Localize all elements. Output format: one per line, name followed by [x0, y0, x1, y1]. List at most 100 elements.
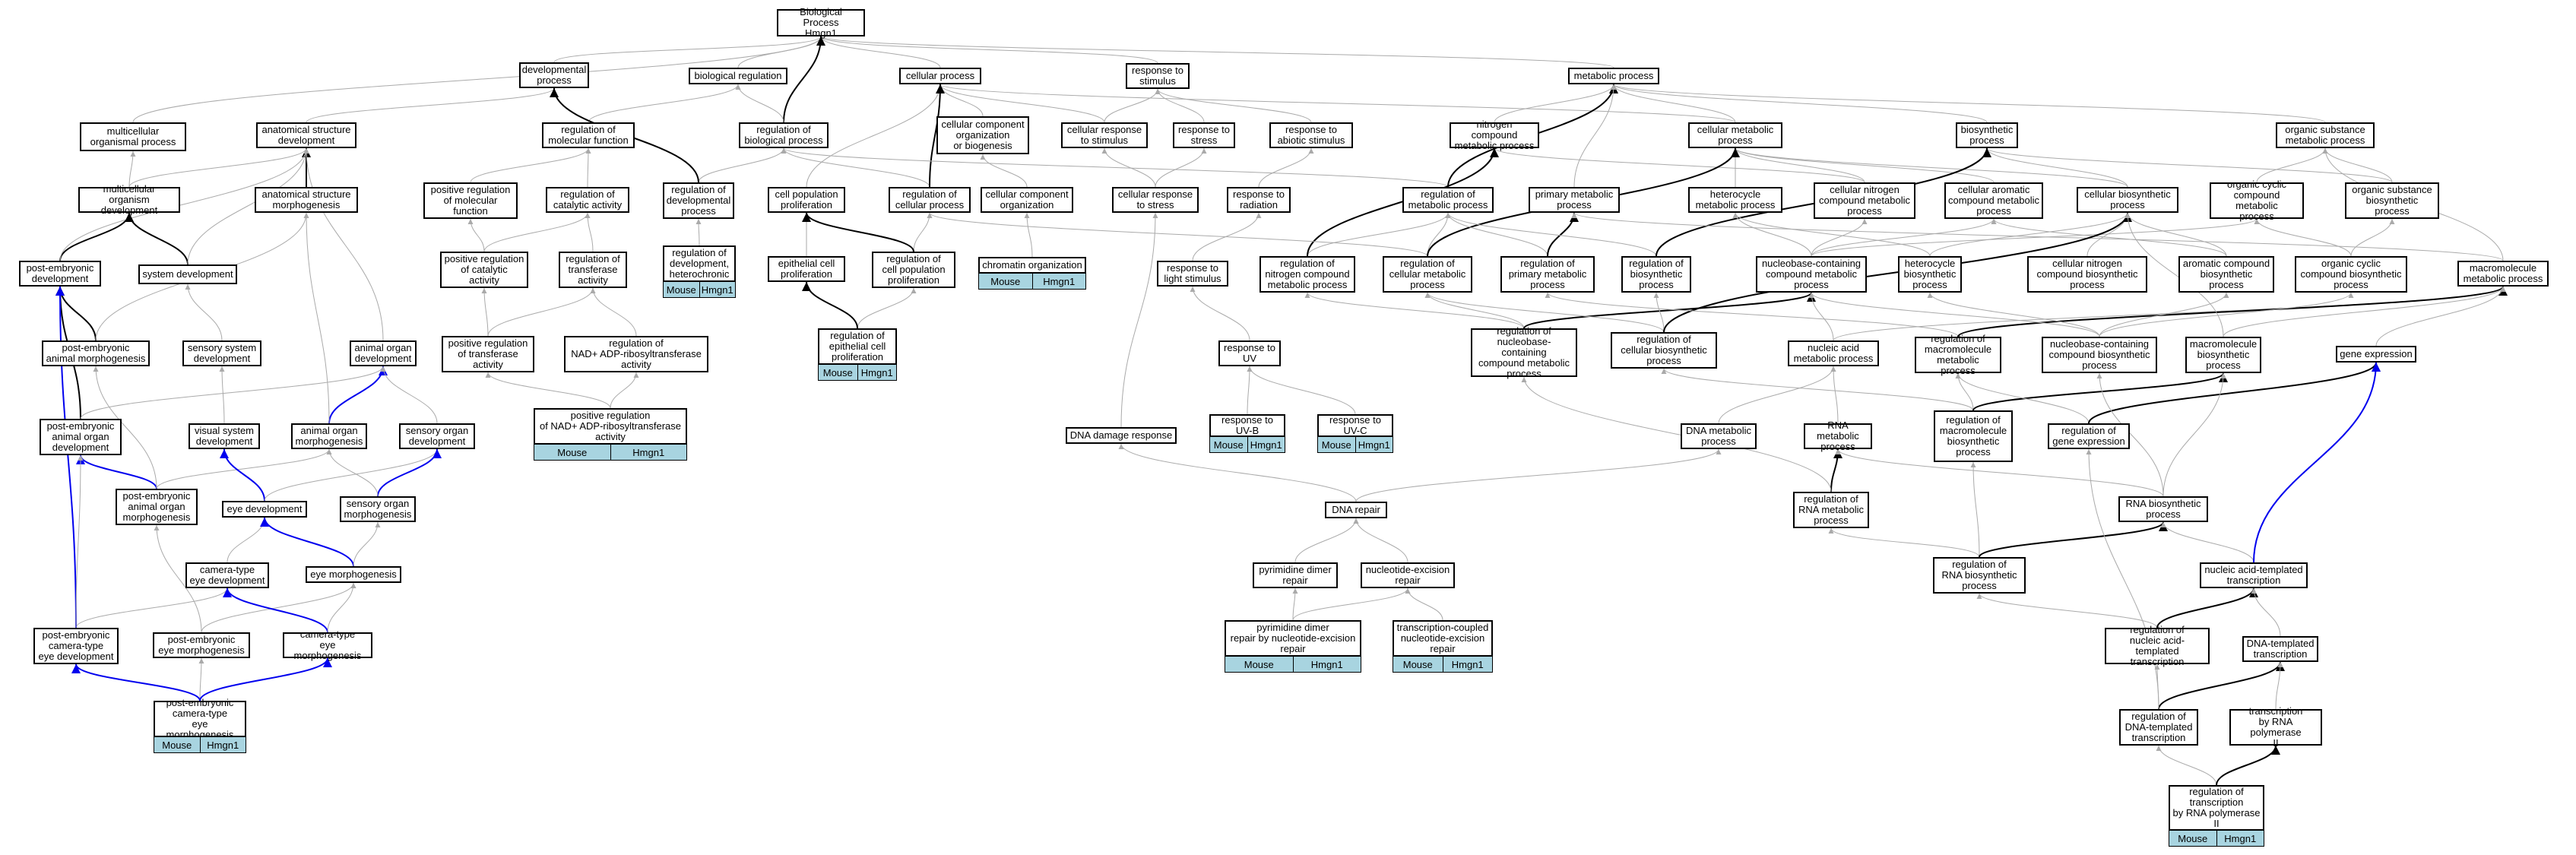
go-term-anatomical-structure-development[interactable]: anatomical structure development — [256, 122, 356, 148]
go-term-macromolecule-biosynthetic-process[interactable]: macromolecule biosynthetic process — [2185, 337, 2261, 373]
go-term-animal-organ-morphogenesis[interactable]: animal organ morphogenesis — [291, 423, 367, 449]
go-term-positive-regulation-of-catalytic-activity[interactable]: positive regulation of catalytic activit… — [440, 252, 528, 288]
go-term-macromolecule-metabolic-process[interactable]: macromolecule metabolic process — [2457, 261, 2549, 287]
go-term-cellular-process[interactable]: cellular process — [899, 68, 981, 84]
go-term-regulation-of-development-heterochronic[interactable]: regulation of development, heterochronic — [663, 245, 736, 282]
go-term-response-to-uv[interactable]: response to UV — [1218, 340, 1281, 366]
go-term-gene-expression[interactable]: gene expression — [2336, 346, 2416, 363]
go-term-regulation-of-molecular-function[interactable]: regulation of molecular function — [542, 122, 635, 148]
go-term-heterocycle-metabolic-process[interactable]: heterocycle metabolic process — [1688, 187, 1782, 213]
go-term-regulation-of-macromolecule-biosynthetic-process[interactable]: regulation of macromolecule biosynthetic… — [1934, 410, 2013, 462]
go-term-regulation-of-macromolecule-metabolic-process[interactable]: regulation of macromolecule metabolic pr… — [1915, 334, 2001, 376]
go-term-regulation-of-metabolic-process[interactable]: regulation of metabolic process — [1402, 187, 1494, 213]
go-term-regulation-of-cellular-process[interactable]: regulation of cellular process — [889, 187, 971, 213]
go-term-regulation-of-nucleobase-containing-compound-metabolic-process[interactable]: regulation of nucleobase-containing comp… — [1471, 326, 1577, 379]
go-term-pyrimidine-dimer-repair-by-nucleotide-excision-repair[interactable]: pyrimidine dimer repair by nucleotide-ex… — [1225, 620, 1361, 657]
go-term-multicellular-organism-development[interactable]: multicellular organism development — [78, 184, 180, 216]
go-term-pyrimidine-dimer-repair[interactable]: pyrimidine dimer repair — [1253, 562, 1338, 588]
go-term-regulation-of-biosynthetic-process[interactable]: regulation of biosynthetic process — [1621, 256, 1691, 293]
go-term-regulation-of-cell-population-proliferation[interactable]: regulation of cell population proliferat… — [872, 252, 955, 288]
go-term-post-embryonic-animal-organ-morphogenesis[interactable]: post-embryonic animal organ morphogenesi… — [116, 489, 198, 525]
go-term-system-development[interactable]: system development — [138, 264, 237, 284]
go-term-multicellular-organismal-process[interactable]: multicellular organismal process — [80, 122, 186, 151]
go-term-dna-damage-response[interactable]: DNA damage response — [1066, 427, 1177, 444]
go-term-sensory-system-development[interactable]: sensory system development — [182, 340, 261, 366]
go-term-cellular-component-organization[interactable]: cellular component organization — [981, 187, 1073, 213]
go-term-response-to-abiotic-stimulus[interactable]: response to abiotic stimulus — [1269, 122, 1353, 148]
go-term-biosynthetic-process[interactable]: biosynthetic process — [1956, 122, 2018, 148]
go-term-nitrogen-compound-metabolic-process[interactable]: nitrogen compound metabolic process — [1450, 119, 1539, 151]
go-term-transcription-by-rna-polymerase-ii[interactable]: transcription by RNA polymerase II — [2229, 706, 2322, 749]
go-term-transcription-coupled-nucleotide-excision-repair[interactable]: transcription-coupled nucleotide-excisio… — [1393, 620, 1493, 657]
go-term-cellular-nitrogen-compound-metabolic-process[interactable]: cellular nitrogen compound metabolic pro… — [1814, 182, 1915, 219]
go-term-response-to-stimulus[interactable]: response to stimulus — [1126, 63, 1190, 89]
go-term-response-to-stress[interactable]: response to stress — [1173, 122, 1235, 148]
go-term-cellular-nitrogen-compound-biosynthetic-process[interactable]: cellular nitrogen compound biosynthetic … — [2027, 256, 2147, 293]
go-term-eye-morphogenesis[interactable]: eye morphogenesis — [306, 566, 401, 583]
go-term-regulation-of-nad-adp-ribosyltransferase-activity[interactable]: regulation of NAD+ ADP-ribosyltransferas… — [564, 336, 708, 372]
go-term-nucleobase-containing-compound-metabolic-process[interactable]: nucleobase-containing compound metabolic… — [1756, 256, 1867, 293]
go-term-post-embryonic-animal-organ-development[interactable]: post-embryonic animal organ development — [40, 419, 122, 455]
go-term-response-to-uv-b[interactable]: response to UV-B — [1209, 414, 1285, 437]
go-term-anatomical-structure-morphogenesis[interactable]: anatomical structure morphogenesis — [255, 187, 358, 213]
go-term-eye-development[interactable]: eye development — [222, 501, 307, 518]
go-term-cellular-aromatic-compound-metabolic-process[interactable]: cellular aromatic compound metabolic pro… — [1944, 182, 2043, 219]
go-term-regulation-of-transferase-activity[interactable]: regulation of transferase activity — [559, 252, 627, 288]
go-term-regulation-of-dna-templated-transcription[interactable]: regulation of DNA-templated transcriptio… — [2119, 709, 2198, 746]
go-term-regulation-of-catalytic-activity[interactable]: regulation of catalytic activity — [546, 187, 629, 213]
go-term-post-embryonic-eye-morphogenesis[interactable]: post-embryonic eye morphogenesis — [153, 632, 250, 658]
go-term-regulation-of-developmental-process[interactable]: regulation of developmental process — [663, 182, 734, 219]
go-term-dna-repair[interactable]: DNA repair — [1325, 502, 1387, 518]
go-term-response-to-radiation[interactable]: response to radiation — [1227, 187, 1291, 213]
go-term-regulation-of-nucleic-acid-templated-transcription[interactable]: regulation of nucleic acid-templated tra… — [2105, 625, 2210, 667]
go-term-biological-process-hmgn1[interactable]: Biological Process Hmgn1 — [777, 7, 865, 39]
go-term-regulation-of-rna-metabolic-process[interactable]: regulation of RNA metabolic process — [1793, 492, 1869, 528]
go-term-aromatic-compound-biosynthetic-process[interactable]: aromatic compound biosynthetic process — [2178, 256, 2274, 293]
go-term-cellular-biosynthetic-process[interactable]: cellular biosynthetic process — [2077, 187, 2178, 213]
go-term-biological-regulation[interactable]: biological regulation — [689, 68, 787, 84]
go-term-visual-system-development[interactable]: visual system development — [189, 423, 260, 449]
go-term-nucleotide-excision-repair[interactable]: nucleotide-excision repair — [1361, 562, 1455, 588]
go-term-heterocycle-biosynthetic-process[interactable]: heterocycle biosynthetic process — [1898, 256, 1962, 293]
go-term-regulation-of-cellular-biosynthetic-process[interactable]: regulation of cellular biosynthetic proc… — [1611, 332, 1717, 369]
go-term-cellular-metabolic-process[interactable]: cellular metabolic process — [1688, 122, 1782, 148]
go-term-response-to-uv-c[interactable]: response to UV-C — [1317, 414, 1393, 437]
go-term-nucleic-acid-metabolic-process[interactable]: nucleic acid metabolic process — [1788, 340, 1879, 366]
go-term-camera-type-eye-morphogenesis[interactable]: camera-type eye morphogenesis — [283, 629, 372, 661]
go-term-cellular-component-organization-or-biogenesis[interactable]: cellular component organization or bioge… — [936, 116, 1029, 154]
go-term-nucleic-acid-templated-transcription[interactable]: nucleic acid-templated transcription — [2200, 562, 2308, 588]
go-term-organic-substance-metabolic-process[interactable]: organic substance metabolic process — [2276, 122, 2375, 148]
go-term-animal-organ-development[interactable]: animal organ development — [350, 340, 417, 366]
go-term-developmental-process[interactable]: developmental process — [519, 62, 589, 88]
go-term-regulation-of-cellular-metabolic-process[interactable]: regulation of cellular metabolic process — [1383, 256, 1472, 293]
go-term-organic-cyclic-compound-metabolic-process[interactable]: organic cyclic compound metabolic proces… — [2210, 179, 2304, 222]
go-term-nucleobase-containing-compound-biosynthetic-process[interactable]: nucleobase-containing compound biosynthe… — [2042, 337, 2157, 373]
go-term-post-embryonic-camera-type-eye-morphogenesis[interactable]: post-embryonic camera-type eye morphogen… — [154, 698, 246, 740]
go-term-regulation-of-primary-metabolic-process[interactable]: regulation of primary metabolic process — [1500, 256, 1595, 293]
go-term-dna-templated-transcription[interactable]: DNA-templated transcription — [2242, 636, 2318, 662]
go-term-cellular-response-to-stress[interactable]: cellular response to stress — [1112, 187, 1199, 213]
go-term-dna-metabolic-process[interactable]: DNA metabolic process — [1681, 423, 1757, 449]
go-term-sensory-organ-development[interactable]: sensory organ development — [399, 423, 475, 449]
go-term-positive-regulation-of-molecular-function[interactable]: positive regulation of molecular functio… — [423, 182, 518, 219]
go-term-regulation-of-gene-expression[interactable]: regulation of gene expression — [2048, 423, 2130, 449]
go-term-post-embryonic-animal-morphogenesis[interactable]: post-embryonic animal morphogenesis — [42, 340, 150, 366]
go-term-regulation-of-epithelial-cell-proliferation[interactable]: regulation of epithelial cell proliferat… — [818, 328, 897, 365]
go-term-regulation-of-biological-process[interactable]: regulation of biological process — [739, 122, 829, 148]
go-term-post-embryonic-development[interactable]: post-embryonic development — [19, 261, 101, 287]
go-term-organic-substance-biosynthetic-process[interactable]: organic substance biosynthetic process — [2345, 182, 2439, 219]
go-term-regulation-of-rna-biosynthetic-process[interactable]: regulation of RNA biosynthetic process — [1933, 557, 2026, 594]
go-term-post-embryonic-camera-type-eye-development[interactable]: post-embryonic camera-type eye developme… — [33, 628, 119, 664]
go-term-metabolic-process[interactable]: metabolic process — [1568, 68, 1659, 84]
go-term-cell-population-proliferation[interactable]: cell population proliferation — [768, 187, 845, 213]
go-term-primary-metabolic-process[interactable]: primary metabolic process — [1529, 187, 1620, 213]
go-term-epithelial-cell-proliferation[interactable]: epithelial cell proliferation — [768, 256, 845, 282]
go-term-rna-biosynthetic-process[interactable]: RNA biosynthetic process — [2118, 496, 2208, 522]
go-term-response-to-light-stimulus[interactable]: response to light stimulus — [1157, 261, 1228, 287]
go-term-camera-type-eye-development[interactable]: camera-type eye development — [185, 562, 269, 588]
go-term-positive-regulation-of-nad-adp-ribosyltransferase-activity[interactable]: positive regulation of NAD+ ADP-ribosylt… — [534, 408, 687, 445]
go-term-organic-cyclic-compound-biosynthetic-process[interactable]: organic cyclic compound biosynthetic pro… — [2295, 256, 2407, 293]
go-term-rna-metabolic-process[interactable]: RNA metabolic process — [1804, 420, 1872, 452]
go-term-chromatin-organization[interactable]: chromatin organization — [978, 257, 1086, 274]
go-term-cellular-response-to-stimulus[interactable]: cellular response to stimulus — [1061, 122, 1148, 148]
